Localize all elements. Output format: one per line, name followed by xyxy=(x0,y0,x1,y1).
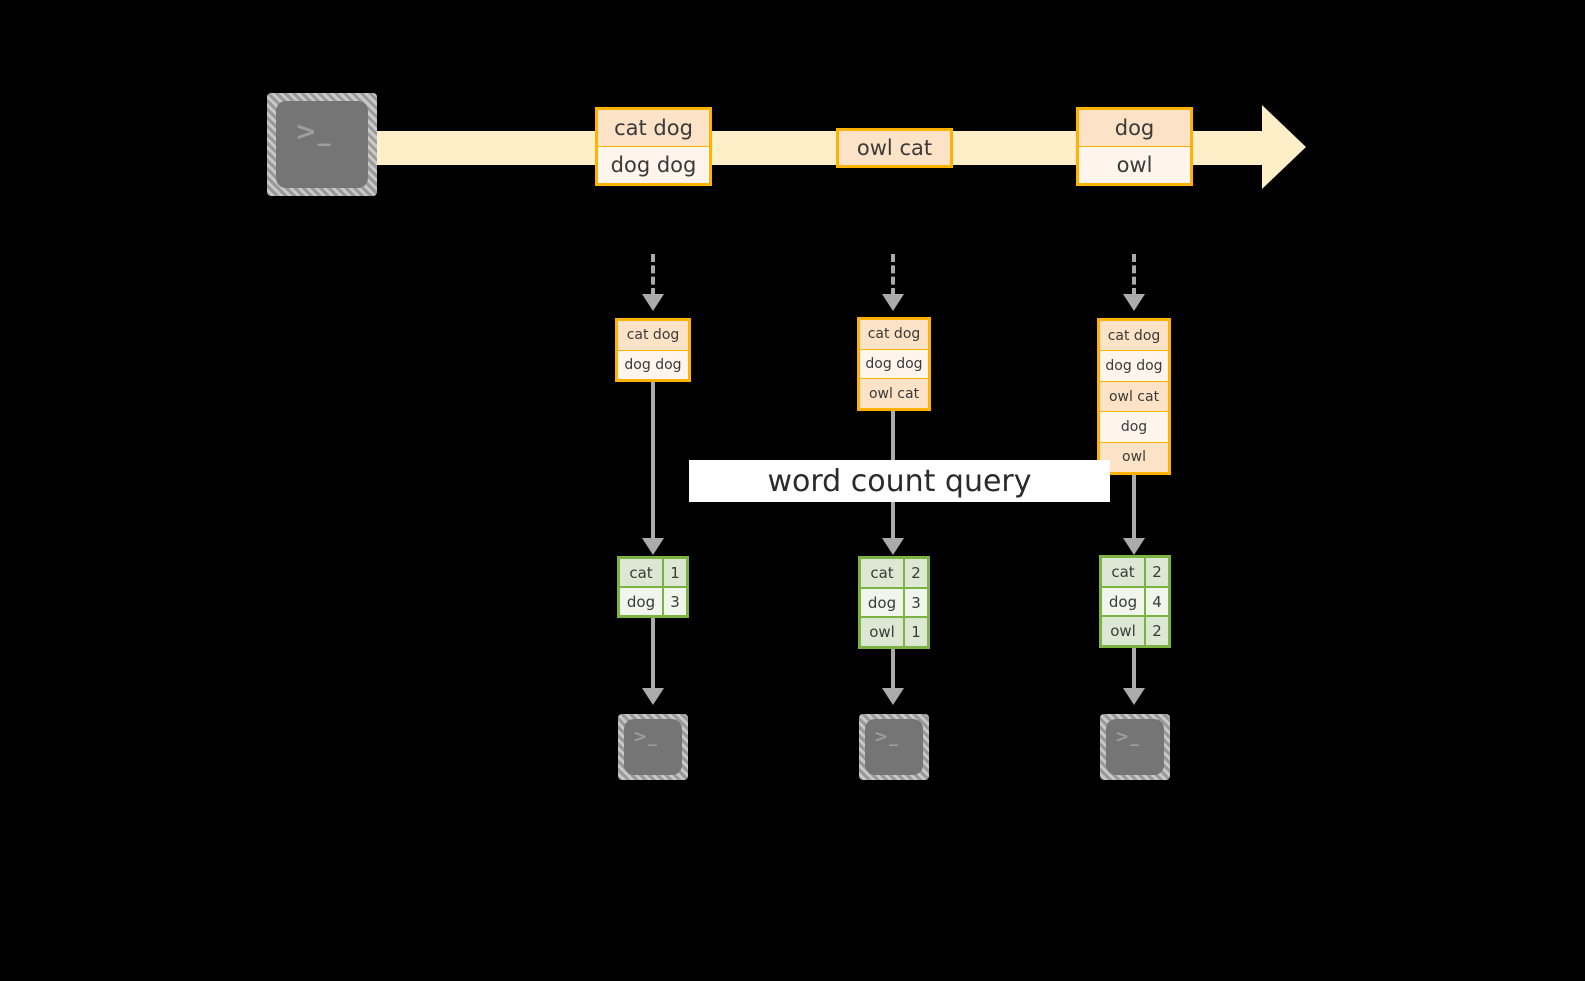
accumulated-line: dog xyxy=(1100,412,1168,443)
record-line: owl xyxy=(1079,147,1190,183)
source-terminal[interactable]: >_ xyxy=(267,93,377,196)
accumulated-line: cat dog xyxy=(618,321,688,351)
record-line: owl cat xyxy=(839,131,950,165)
result-to-sink-arrowhead xyxy=(642,688,664,705)
stream-arrowhead xyxy=(1262,105,1306,189)
result-to-sink-arrowhead xyxy=(882,688,904,705)
accumulated-line: dog dog xyxy=(860,349,928,380)
snapshot-to-result-arrowhead xyxy=(1123,538,1145,555)
terminal-prompt-icon: >_ xyxy=(1115,727,1140,747)
accumulated-line: owl xyxy=(1100,442,1168,473)
table-row: cat 1 xyxy=(620,559,686,588)
result-word: owl xyxy=(861,618,905,647)
record-line: dog dog xyxy=(598,147,709,183)
table-row: dog 3 xyxy=(620,588,686,615)
stream-record[interactable]: cat dog dog dog xyxy=(595,107,712,186)
snapshot-accumulator[interactable]: cat dog dog dog xyxy=(615,318,691,382)
snapshot-to-result-arrowhead xyxy=(882,538,904,555)
result-table[interactable]: cat 2 dog 3 owl 1 xyxy=(858,556,930,649)
terminal-screen xyxy=(865,719,923,775)
accumulated-line: cat dog xyxy=(860,320,928,350)
record-line: cat dog xyxy=(598,110,709,147)
stream-record[interactable]: dog owl xyxy=(1076,107,1193,186)
record-line: dog xyxy=(1079,110,1190,147)
snapshot-to-result-connector xyxy=(651,382,655,540)
result-word: cat xyxy=(620,559,664,586)
terminal-screen xyxy=(276,101,368,188)
result-to-sink-connector xyxy=(891,649,895,690)
result-word: owl xyxy=(1102,617,1146,646)
terminal-prompt-icon: >_ xyxy=(874,727,899,747)
result-count: 1 xyxy=(905,618,927,647)
result-count: 3 xyxy=(664,588,686,615)
result-word: cat xyxy=(1102,558,1146,586)
result-count: 3 xyxy=(905,588,927,617)
result-word: dog xyxy=(620,588,664,615)
result-to-sink-connector xyxy=(1132,648,1136,690)
snapshot-to-result-arrowhead xyxy=(642,538,664,555)
terminal-screen xyxy=(1106,719,1164,775)
accumulated-line: dog dog xyxy=(1100,351,1168,382)
terminal-prompt-icon: >_ xyxy=(295,117,332,147)
stream-to-snapshot-connector xyxy=(1132,254,1136,296)
sink-terminal[interactable]: >_ xyxy=(618,714,688,780)
result-word: dog xyxy=(1102,587,1146,616)
query-label: word count query xyxy=(767,463,1032,499)
stream-to-snapshot-arrowhead xyxy=(882,294,904,311)
result-word: cat xyxy=(861,559,905,587)
stream-to-snapshot-arrowhead xyxy=(642,294,664,311)
terminal-screen xyxy=(624,719,682,775)
snapshot-to-result-connector xyxy=(1132,475,1136,540)
snapshot-accumulator[interactable]: cat dog dog dog owl cat dog owl xyxy=(1097,318,1171,475)
snapshot-accumulator[interactable]: cat dog dog dog owl cat xyxy=(857,317,931,411)
result-to-sink-connector xyxy=(651,618,655,690)
sink-terminal[interactable]: >_ xyxy=(859,714,929,780)
table-row: dog 3 xyxy=(861,588,927,619)
result-count: 1 xyxy=(664,559,686,586)
query-label-banner: word count query xyxy=(689,460,1110,502)
sink-terminal[interactable]: >_ xyxy=(1100,714,1170,780)
result-table[interactable]: cat 1 dog 3 xyxy=(617,556,689,618)
result-word: dog xyxy=(861,588,905,617)
result-table[interactable]: cat 2 dog 4 owl 2 xyxy=(1099,555,1171,648)
accumulated-line: cat dog xyxy=(1100,321,1168,352)
table-row: owl 2 xyxy=(1102,617,1168,646)
stream-to-snapshot-connector xyxy=(891,254,895,296)
stream-record[interactable]: owl cat xyxy=(836,128,953,168)
result-count: 2 xyxy=(1146,617,1168,646)
table-row: dog 4 xyxy=(1102,587,1168,618)
result-count: 2 xyxy=(1146,558,1168,586)
accumulated-line: owl cat xyxy=(860,379,928,409)
terminal-prompt-icon: >_ xyxy=(633,727,658,747)
result-to-sink-arrowhead xyxy=(1123,688,1145,705)
table-row: cat 2 xyxy=(861,559,927,589)
stream-to-snapshot-arrowhead xyxy=(1123,294,1145,311)
accumulated-line: owl cat xyxy=(1100,381,1168,413)
result-count: 4 xyxy=(1146,587,1168,616)
table-row: cat 2 xyxy=(1102,558,1168,588)
result-count: 2 xyxy=(905,559,927,587)
stream-to-snapshot-connector xyxy=(651,254,655,296)
table-row: owl 1 xyxy=(861,618,927,647)
accumulated-line: dog dog xyxy=(618,350,688,379)
